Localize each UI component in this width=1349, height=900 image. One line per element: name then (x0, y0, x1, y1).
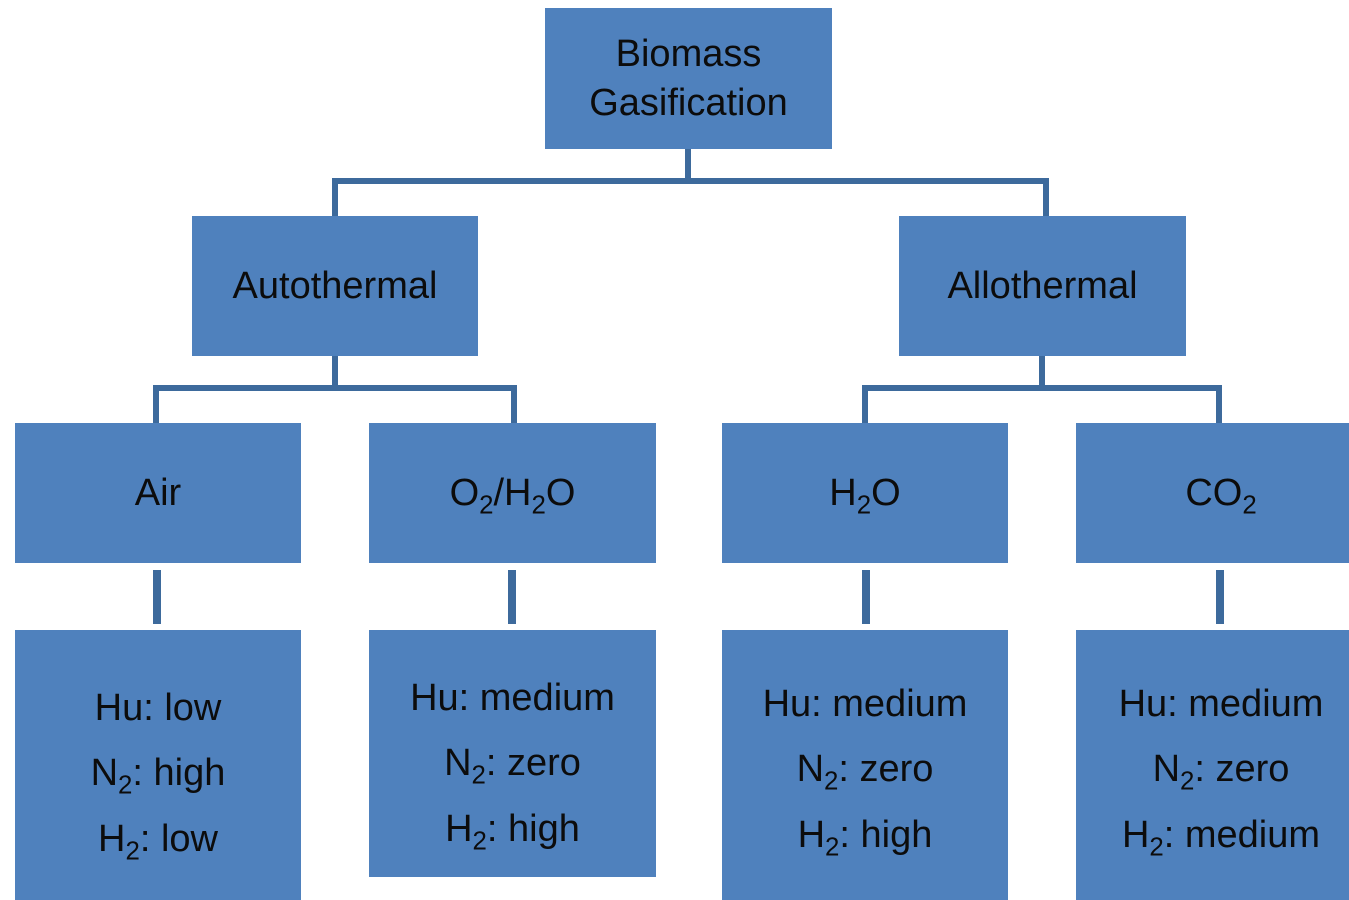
node-autothermal: Autothermal (192, 216, 478, 356)
o2h2o-n2: N2: zero (444, 731, 581, 796)
co2-label-sub: 2 (1242, 491, 1257, 520)
air-n2-sub: 2 (118, 771, 133, 800)
h2o-n2-value: : zero (838, 748, 934, 791)
o2h2o-h2-sub: 2 (472, 826, 487, 855)
connector-root-stem (685, 149, 691, 182)
node-biomass-gasification: Biomass Gasification (545, 8, 832, 149)
h2o-n2-sub: 2 (824, 767, 839, 796)
o2h2o-label-mid: /H (493, 471, 532, 514)
co2-h2-sub: 2 (1149, 832, 1164, 861)
props-h2o: Hu: medium N2: zero H2: high (722, 630, 1008, 900)
root-line-2: Gasification (589, 81, 788, 124)
h2o-h2: H2: high (798, 803, 933, 868)
co2-label-co: CO (1185, 471, 1243, 514)
air-h2-h: H (98, 817, 126, 860)
props-air: Hu: low N2: high H2: low (15, 630, 301, 900)
o2h2o-n2-n: N (444, 742, 472, 785)
o2h2o-n2-value: : zero (485, 742, 581, 785)
connector-to-co2 (1216, 385, 1222, 423)
o2h2o-label-o: O (449, 471, 480, 514)
o2h2o-n2-sub: 2 (471, 761, 486, 790)
root-line-1: Biomass (615, 33, 762, 76)
h2o-label: H2O (829, 469, 901, 520)
connector-o2h2o-props (508, 570, 516, 624)
connector-autothermal-stem (332, 356, 338, 389)
connector-root-bar (332, 178, 1049, 184)
node-o2-h2o: O2/H2O (369, 423, 656, 563)
co2-h2: H2: medium (1122, 803, 1320, 868)
h2o-h2-h: H (797, 813, 826, 856)
co2-n2-sub: 2 (1180, 767, 1195, 796)
co2-n2-value: : zero (1194, 748, 1290, 791)
air-label: Air (134, 471, 182, 514)
air-h2-value: : low (139, 817, 218, 860)
node-co2: CO2 (1076, 423, 1349, 563)
connector-to-air (153, 385, 159, 423)
co2-n2: N2: zero (1153, 737, 1290, 802)
autothermal-label: Autothermal (232, 264, 438, 307)
o2h2o-h2: H2: high (445, 797, 580, 862)
h2o-n2-n: N (796, 748, 825, 791)
air-n2-n: N (90, 752, 119, 795)
co2-hu: Hu: medium (1118, 683, 1324, 725)
o2h2o-label: O2/H2O (449, 469, 576, 520)
co2-n2-n: N (1152, 748, 1181, 791)
air-h2: H2: low (98, 807, 218, 872)
node-allothermal: Allothermal (899, 216, 1186, 356)
connector-to-o2h2o (511, 385, 517, 423)
o2h2o-hu: Hu: medium (410, 677, 615, 719)
air-n2: N2: high (91, 741, 226, 806)
o2h2o-h2-value: : high (486, 807, 580, 850)
co2-h2-value: : medium (1163, 813, 1321, 856)
co2-h2-h: H (1121, 813, 1150, 856)
h2o-label-sub: 2 (856, 491, 872, 520)
h2o-hu: Hu: medium (762, 683, 968, 725)
connector-h2o-props (862, 570, 870, 624)
h2o-h2-value: : high (839, 813, 933, 856)
node-h2o: H2O (722, 423, 1008, 563)
o2h2o-h2-h: H (445, 807, 473, 850)
props-o2-h2o: Hu: medium N2: zero H2: high (369, 630, 656, 877)
o2h2o-label-sub1: 2 (479, 491, 494, 520)
connector-air-props (153, 570, 161, 624)
connector-allothermal-bar (862, 385, 1222, 391)
air-n2-value: : high (132, 752, 226, 795)
h2o-n2: N2: zero (797, 737, 934, 802)
connector-co2-props (1216, 570, 1224, 624)
h2o-label-end: O (871, 471, 901, 514)
connector-to-autothermal (332, 178, 338, 216)
air-h2-sub: 2 (125, 836, 140, 865)
co2-label: CO2 (1185, 469, 1257, 520)
connector-to-allothermal (1043, 178, 1049, 216)
node-air: Air (15, 423, 301, 563)
allothermal-label: Allothermal (947, 264, 1138, 307)
connector-to-h2o (862, 385, 868, 423)
connector-allothermal-stem (1039, 356, 1045, 389)
connector-autothermal-bar (153, 385, 517, 391)
o2h2o-label-sub2: 2 (531, 491, 546, 520)
h2o-label-h: H (829, 471, 857, 514)
props-co2: Hu: medium N2: zero H2: medium (1076, 630, 1349, 900)
h2o-h2-sub: 2 (825, 832, 840, 861)
o2h2o-label-end: O (545, 471, 576, 514)
air-hu: Hu: low (94, 687, 222, 729)
